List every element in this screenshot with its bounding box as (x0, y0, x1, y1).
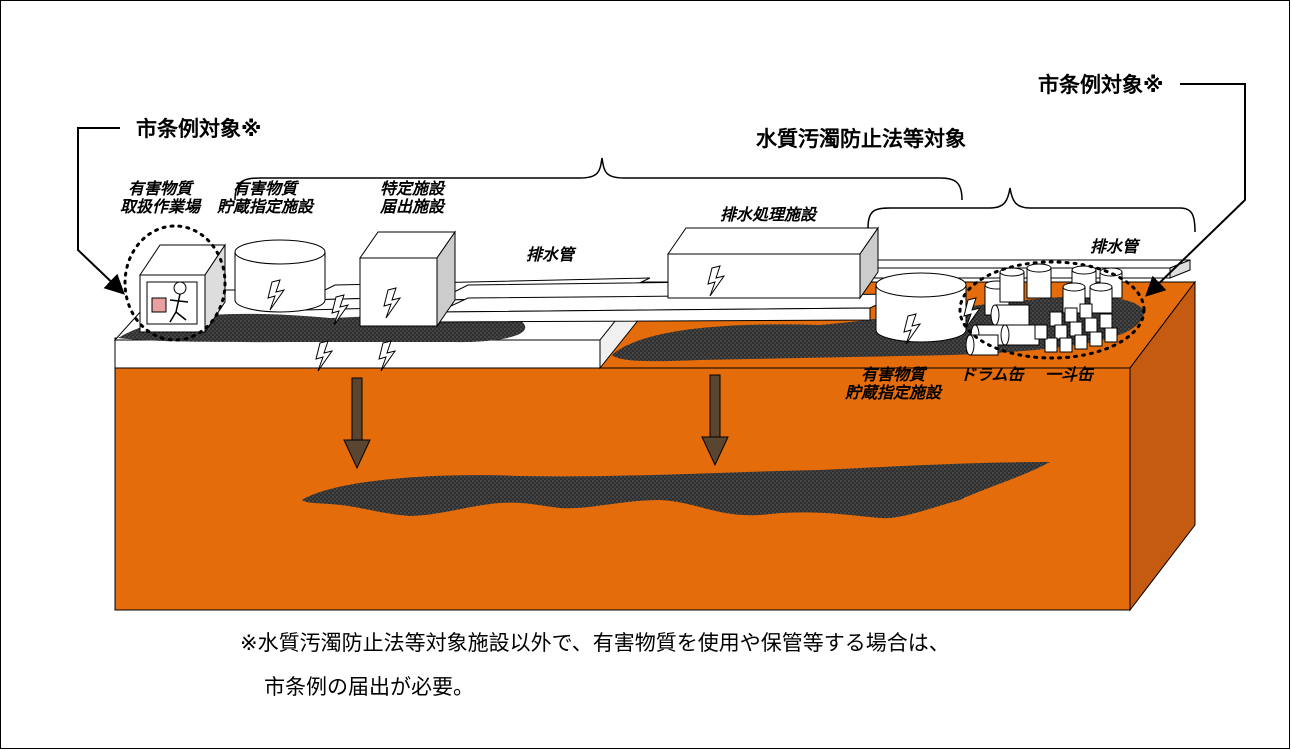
label-specified-facility-line2: 届出施設 (379, 196, 444, 216)
infiltration-arrow-right (701, 374, 729, 467)
label-specified-facility: 特定施設 届出施設 (372, 180, 452, 215)
label-drain-pipe-right: 排水管 (1090, 237, 1139, 256)
brace-right-group (867, 187, 1196, 233)
square-can-group (1034, 303, 1118, 353)
ordinance-target-circle-right (958, 260, 1146, 360)
storage-tank-left (234, 239, 326, 313)
wastewater-treatment-box (667, 226, 879, 300)
label-drain-pipe-left: 排水管 (526, 245, 575, 264)
label-handling-workplace-line1: 有害物質 (127, 179, 192, 198)
brace-water-law (234, 157, 963, 201)
label-water-law: 水質汚濁防止法等対象 (756, 127, 966, 151)
label-city-ordinance-left: 市条例対象※ (136, 117, 262, 141)
leak-marks (267, 265, 982, 372)
label-wastewater-treatment: 排水処理施設 (720, 205, 817, 224)
groundwater-plume (302, 462, 1050, 519)
label-storage-left-line2: 貯蔵指定施設 (216, 196, 313, 216)
label-drum-can: ドラム缶 (960, 365, 1024, 384)
floor-slab-front (114, 339, 601, 369)
handling-workplace-box (139, 243, 226, 334)
storage-tank-right (875, 272, 967, 343)
label-storage-left-line1: 有害物質 (232, 179, 297, 198)
label-handling-workplace: 有害物質 取扱作業場 (110, 180, 210, 215)
label-storage-right-line1: 有害物質 (860, 365, 925, 384)
callout-line-right (1145, 83, 1246, 297)
label-storage-right: 有害物質 貯蔵指定施設 (828, 366, 958, 401)
label-storage-right-line2: 貯蔵指定施設 (844, 382, 941, 402)
infiltration-arrow-left (343, 377, 371, 470)
callout-line-left (77, 127, 125, 295)
specified-facility-box (359, 230, 456, 328)
label-handling-workplace-line2: 取扱作業場 (119, 196, 200, 216)
footnote-line1: ※水質汚濁防止法等対象施設以外で、有害物質を使用や保管等する場合は、 (240, 631, 950, 655)
ordinance-target-circle-left (123, 224, 227, 342)
footnote-line2: 市条例の届出が必要。 (264, 675, 474, 699)
label-square-can: 一斗缶 (1045, 365, 1094, 384)
label-city-ordinance-right: 市条例対象※ (1038, 73, 1164, 97)
label-specified-facility-line1: 特定施設 (379, 179, 444, 198)
label-storage-left: 有害物質 貯蔵指定施設 (210, 180, 320, 215)
